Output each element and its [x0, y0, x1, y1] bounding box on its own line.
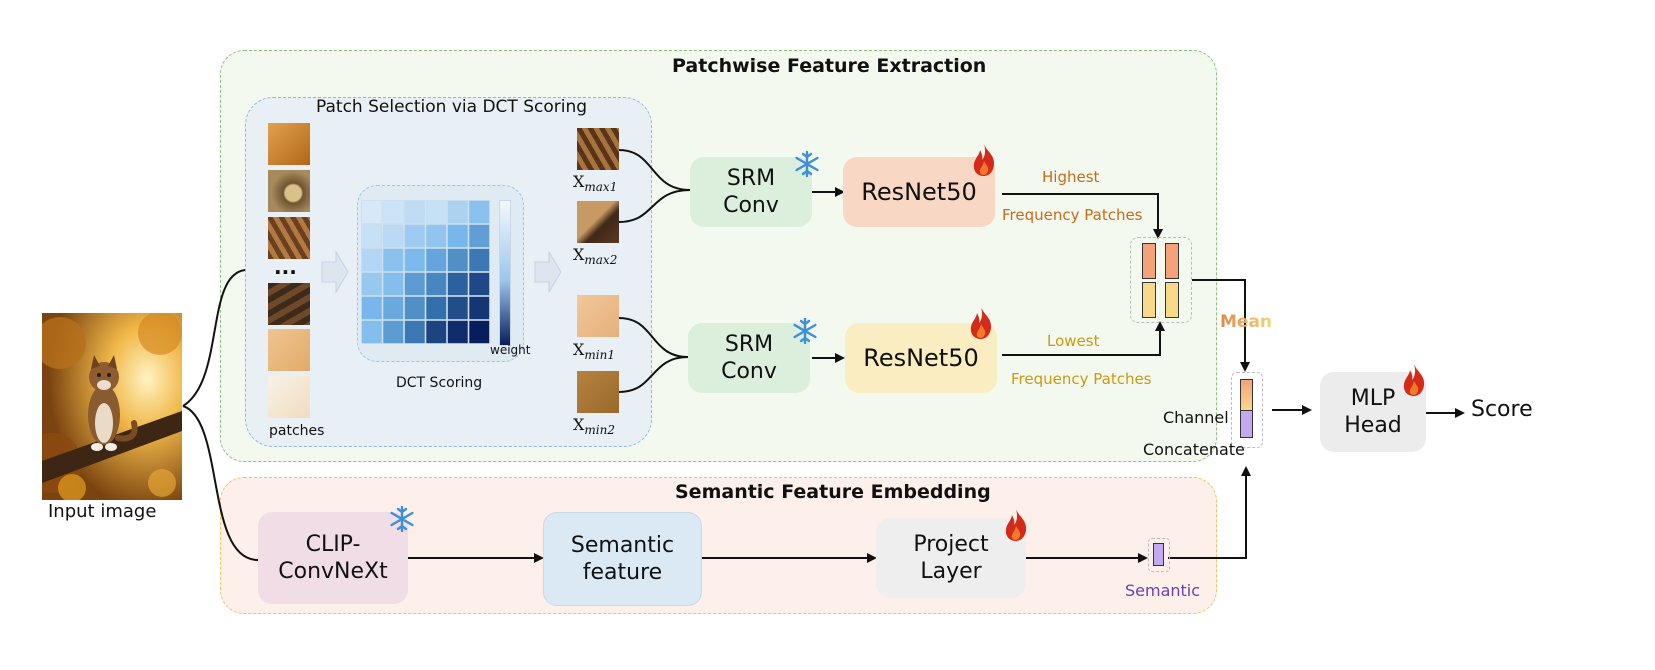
dct-cell — [425, 272, 447, 296]
semantic-token-bar — [1153, 543, 1164, 566]
mean-label: Mean — [1220, 312, 1273, 332]
dct-cell — [382, 320, 404, 344]
srm-conv-low: SRM Conv — [688, 323, 810, 393]
channel-label: Channel — [1163, 408, 1229, 427]
dct-cell — [361, 224, 383, 248]
fused-feature-token — [1231, 372, 1263, 448]
patch-selection-title: Patch Selection via DCT Scoring — [316, 97, 588, 117]
selected-patch-max2 — [577, 201, 619, 243]
dct-cell — [425, 320, 447, 344]
patch-thumbnail — [268, 376, 310, 418]
dct-cell — [404, 248, 426, 272]
dct-scoring-label: DCT Scoring — [396, 375, 483, 391]
dct-cell — [447, 248, 469, 272]
snowflake-icon — [390, 506, 414, 532]
dct-cell — [382, 224, 404, 248]
dct-cell — [468, 320, 490, 344]
dct-cell — [447, 320, 469, 344]
patch-thumbnail — [268, 329, 310, 371]
dct-cell — [468, 200, 490, 224]
dct-cell — [447, 272, 469, 296]
dct-cell — [447, 224, 469, 248]
dct-cell — [404, 272, 426, 296]
dct-cell — [382, 248, 404, 272]
patches-ellipsis: ... — [274, 255, 297, 279]
lowest-frequency-label: Frequency Patches — [1011, 370, 1152, 388]
dct-cell — [425, 248, 447, 272]
clip-convnext: CLIP- ConvNeXt — [258, 512, 408, 604]
dct-cell — [447, 296, 469, 320]
semantic-token-label: Semantic — [1125, 581, 1201, 600]
highest-label: Highest — [1042, 168, 1100, 186]
resnet50-high: ResNet50 — [843, 157, 995, 227]
flame-icon — [1005, 509, 1027, 541]
flame-icon — [1403, 364, 1425, 396]
input-image — [22, 311, 182, 502]
dct-cell — [404, 200, 426, 224]
resnet50-low: ResNet50 — [845, 323, 997, 393]
dct-cell — [425, 200, 447, 224]
dct-cell — [361, 296, 383, 320]
dct-cell — [468, 248, 490, 272]
dct-cell — [404, 224, 426, 248]
score-label: Score — [1471, 397, 1533, 422]
semantic-feature: Semantic feature — [543, 512, 702, 606]
patch-feature-tokens — [1130, 237, 1192, 323]
x-min1-label: Xmin1 — [573, 340, 615, 363]
selected-patch-min1 — [577, 295, 619, 337]
flame-icon — [973, 144, 995, 176]
dct-cell — [382, 200, 404, 224]
project-layer: Project Layer — [876, 518, 1026, 598]
concatenate-label: Concatenate — [1143, 440, 1245, 459]
patch-thumbnail — [268, 123, 310, 165]
token-high-2 — [1165, 243, 1179, 279]
patch-thumbnail — [268, 170, 310, 212]
dct-cell — [468, 296, 490, 320]
x-max1-label: Xmax1 — [573, 172, 618, 195]
dct-cell — [382, 272, 404, 296]
patch-thumbnail — [268, 283, 310, 325]
patch-thumbnail — [268, 217, 310, 259]
input-image-label: Input image — [48, 501, 157, 522]
dct-cell — [425, 296, 447, 320]
srm-conv-high: SRM Conv — [690, 157, 812, 227]
lowest-label: Lowest — [1047, 332, 1100, 350]
dct-cell — [425, 224, 447, 248]
snowflake-icon — [793, 318, 817, 344]
weight-bar — [499, 200, 511, 346]
fused-patch-part — [1240, 379, 1253, 411]
dct-heatmap — [361, 200, 490, 344]
dct-cell — [468, 272, 490, 296]
flame-icon — [970, 307, 992, 339]
fused-semantic-part — [1240, 410, 1253, 438]
patchwise-title: Patchwise Feature Extraction — [672, 55, 987, 77]
dct-cell — [361, 248, 383, 272]
semantic-token — [1148, 538, 1170, 572]
snowflake-icon — [795, 151, 819, 177]
patches-label: patches — [269, 423, 325, 439]
x-max2-label: Xmax2 — [573, 245, 618, 268]
selected-patch-max1 — [577, 128, 619, 170]
dct-cell — [382, 296, 404, 320]
weight-label: weight — [490, 343, 531, 357]
token-low-1 — [1142, 282, 1156, 318]
chevron-right-icon — [534, 250, 562, 294]
x-min2-label: Xmin2 — [573, 415, 615, 438]
highest-frequency-label: Frequency Patches — [1002, 206, 1143, 224]
dct-cell — [404, 320, 426, 344]
dct-cell — [468, 224, 490, 248]
dct-cell — [361, 200, 383, 224]
dct-cell — [361, 272, 383, 296]
dct-cell — [361, 320, 383, 344]
token-low-2 — [1165, 282, 1179, 318]
dct-cell — [404, 296, 426, 320]
token-high-1 — [1142, 243, 1156, 279]
selected-patch-min2 — [577, 371, 619, 413]
semantic-title: Semantic Feature Embedding — [675, 481, 991, 503]
chevron-right-icon — [321, 250, 349, 294]
dct-cell — [447, 200, 469, 224]
